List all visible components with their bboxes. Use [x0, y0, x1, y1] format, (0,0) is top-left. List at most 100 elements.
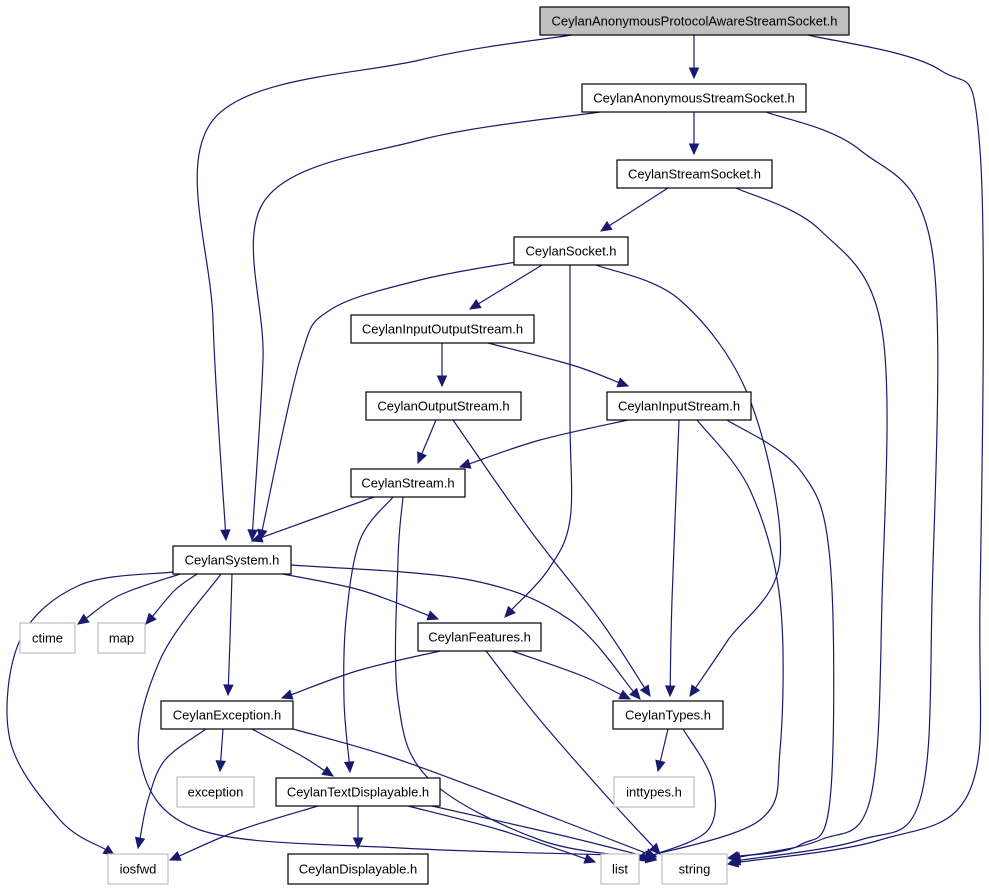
node-inttypes-label: inttypes.h — [626, 785, 682, 800]
arrowhead-system-to-map — [145, 612, 157, 625]
dependency-edges — [6, 34, 984, 868]
edge-exception-to-string — [292, 728, 647, 854]
node-socket-label: CeylanSocket.h — [525, 244, 616, 259]
node-textdisp-box — [275, 777, 441, 807]
node-socket[interactable]: CeylanSocket.h — [513, 236, 629, 266]
arrowhead-inStream-to-types — [664, 685, 676, 698]
edge-features-to-exception — [291, 650, 441, 696]
node-anon-box — [581, 83, 807, 113]
arrowhead-root-to-system — [220, 529, 231, 542]
edge-system-to-types — [290, 564, 634, 692]
node-inStream[interactable]: CeylanInputStream.h — [606, 391, 752, 421]
edge-features-to-string — [485, 650, 654, 848]
arrowhead-ioStream-to-inStream — [616, 377, 630, 388]
edge-socket-to-features — [511, 265, 573, 611]
edge-streamsock-to-socket — [609, 187, 669, 227]
node-types-box — [612, 700, 724, 730]
node-stream-box — [350, 468, 466, 498]
arrowhead-features-to-exception — [280, 689, 294, 700]
node-system-box — [172, 545, 292, 575]
node-inttypes: inttypes.h — [613, 776, 695, 808]
node-outStream[interactable]: CeylanOutputStream.h — [365, 391, 522, 421]
arrowhead-stream-to-system — [250, 532, 264, 543]
node-textdisp-label: CeylanTextDisplayable.h — [287, 785, 429, 800]
node-socket-box — [513, 236, 629, 266]
edge-system-to-ctime — [85, 573, 181, 619]
edge-stream-to-textdisp — [343, 496, 394, 763]
node-exception[interactable]: CeylanException.h — [160, 700, 294, 730]
node-iosfwd-label: iosfwd — [120, 862, 157, 877]
edge-exception-to-textdisp — [251, 728, 325, 772]
node-root[interactable]: CeylanAnonymousProtocolAwareStreamSocket… — [539, 6, 850, 36]
edge-inStream-to-list — [645, 419, 784, 858]
arrowhead-textdisp-to-list — [583, 853, 597, 864]
arrowhead-textdisp-to-disp — [352, 837, 364, 850]
node-string: string — [661, 853, 728, 885]
node-stream[interactable]: CeylanStream.h — [350, 468, 466, 498]
node-system-label: CeylanSystem.h — [185, 553, 280, 568]
edge-features-to-types — [511, 650, 622, 696]
node-features-box — [417, 622, 542, 652]
node-inStream-label: CeylanInputStream.h — [618, 399, 740, 414]
arrowhead-anon-to-streamsock — [688, 143, 700, 156]
node-exception-box — [160, 700, 294, 730]
edge-exception-to-iosfwd — [139, 728, 207, 839]
node-ctime-label: ctime — [32, 631, 63, 646]
node-ioStream-label: CeylanInputOutputStream.h — [362, 322, 523, 337]
arrowhead-textdisp-to-string — [644, 851, 658, 862]
edge-socket-to-types — [595, 264, 782, 689]
node-textdisp[interactable]: CeylanTextDisplayable.h — [275, 777, 441, 807]
edge-system-to-exception — [227, 573, 233, 686]
arrowhead-anon-to-system — [247, 529, 258, 542]
edge-system-to-features — [282, 573, 429, 617]
node-map-label: map — [109, 631, 134, 646]
edge-anon-to-system — [252, 111, 601, 531]
node-types[interactable]: CeylanTypes.h — [612, 700, 724, 730]
node-ioStream[interactable]: CeylanInputOutputStream.h — [350, 314, 535, 344]
node-stdexception-label: exception — [188, 785, 244, 800]
edge-socket-to-ioStream — [478, 264, 543, 305]
node-iosfwd: iosfwd — [107, 853, 169, 885]
arrowhead-socket-to-types — [689, 684, 701, 698]
edge-system-to-string — [137, 573, 647, 857]
node-list: list — [600, 853, 640, 885]
node-iosfwd-box — [107, 853, 169, 885]
arrowhead-outStream-to-stream — [417, 451, 427, 465]
node-disp[interactable]: CeylanDisplayable.h — [287, 853, 429, 885]
node-map: map — [97, 622, 146, 654]
node-anon[interactable]: CeylanAnonymousStreamSocket.h — [581, 83, 807, 113]
edge-ioStream-to-inStream — [487, 342, 619, 384]
node-ctime-box — [19, 622, 76, 654]
edge-textdisp-to-string — [431, 805, 647, 858]
edge-inStream-to-string — [726, 419, 835, 857]
edge-outStream-to-stream — [421, 419, 437, 455]
edge-socket-to-system — [261, 261, 517, 531]
header-nodes: CeylanAnonymousProtocolAwareStreamSocket… — [19, 6, 850, 885]
arrowhead-streamsock-to-socket — [599, 220, 613, 232]
node-root-box — [539, 6, 850, 36]
arrowhead-socket-to-ioStream — [468, 298, 482, 310]
node-ctime: ctime — [19, 622, 76, 654]
arrowhead-system-to-ctime — [76, 613, 90, 625]
node-outStream-box — [365, 391, 522, 421]
edge-types-to-list — [650, 728, 716, 857]
node-exception-label: CeylanException.h — [173, 708, 281, 723]
node-map-box — [97, 622, 146, 654]
edge-root-to-system — [196, 34, 573, 531]
arrowhead-root-to-anon — [688, 67, 700, 80]
arrowhead-system-to-types — [629, 687, 641, 700]
node-system[interactable]: CeylanSystem.h — [172, 545, 292, 575]
arrowhead-exception-to-textdisp — [321, 765, 335, 777]
edge-textdisp-to-iosfwd — [178, 805, 319, 857]
node-ioStream-box — [350, 314, 535, 344]
node-root-label: CeylanAnonymousProtocolAwareStreamSocket… — [552, 14, 838, 29]
edge-anon-to-string — [739, 111, 939, 861]
node-string-label: string — [679, 862, 711, 877]
arrowhead-system-to-exception — [223, 684, 234, 697]
node-features[interactable]: CeylanFeatures.h — [417, 622, 542, 652]
node-streamsock[interactable]: CeylanStreamSocket.h — [616, 159, 773, 189]
node-stream-label: CeylanStream.h — [361, 476, 454, 491]
node-inttypes-box — [613, 776, 695, 808]
node-outStream-label: CeylanOutputStream.h — [377, 399, 509, 414]
